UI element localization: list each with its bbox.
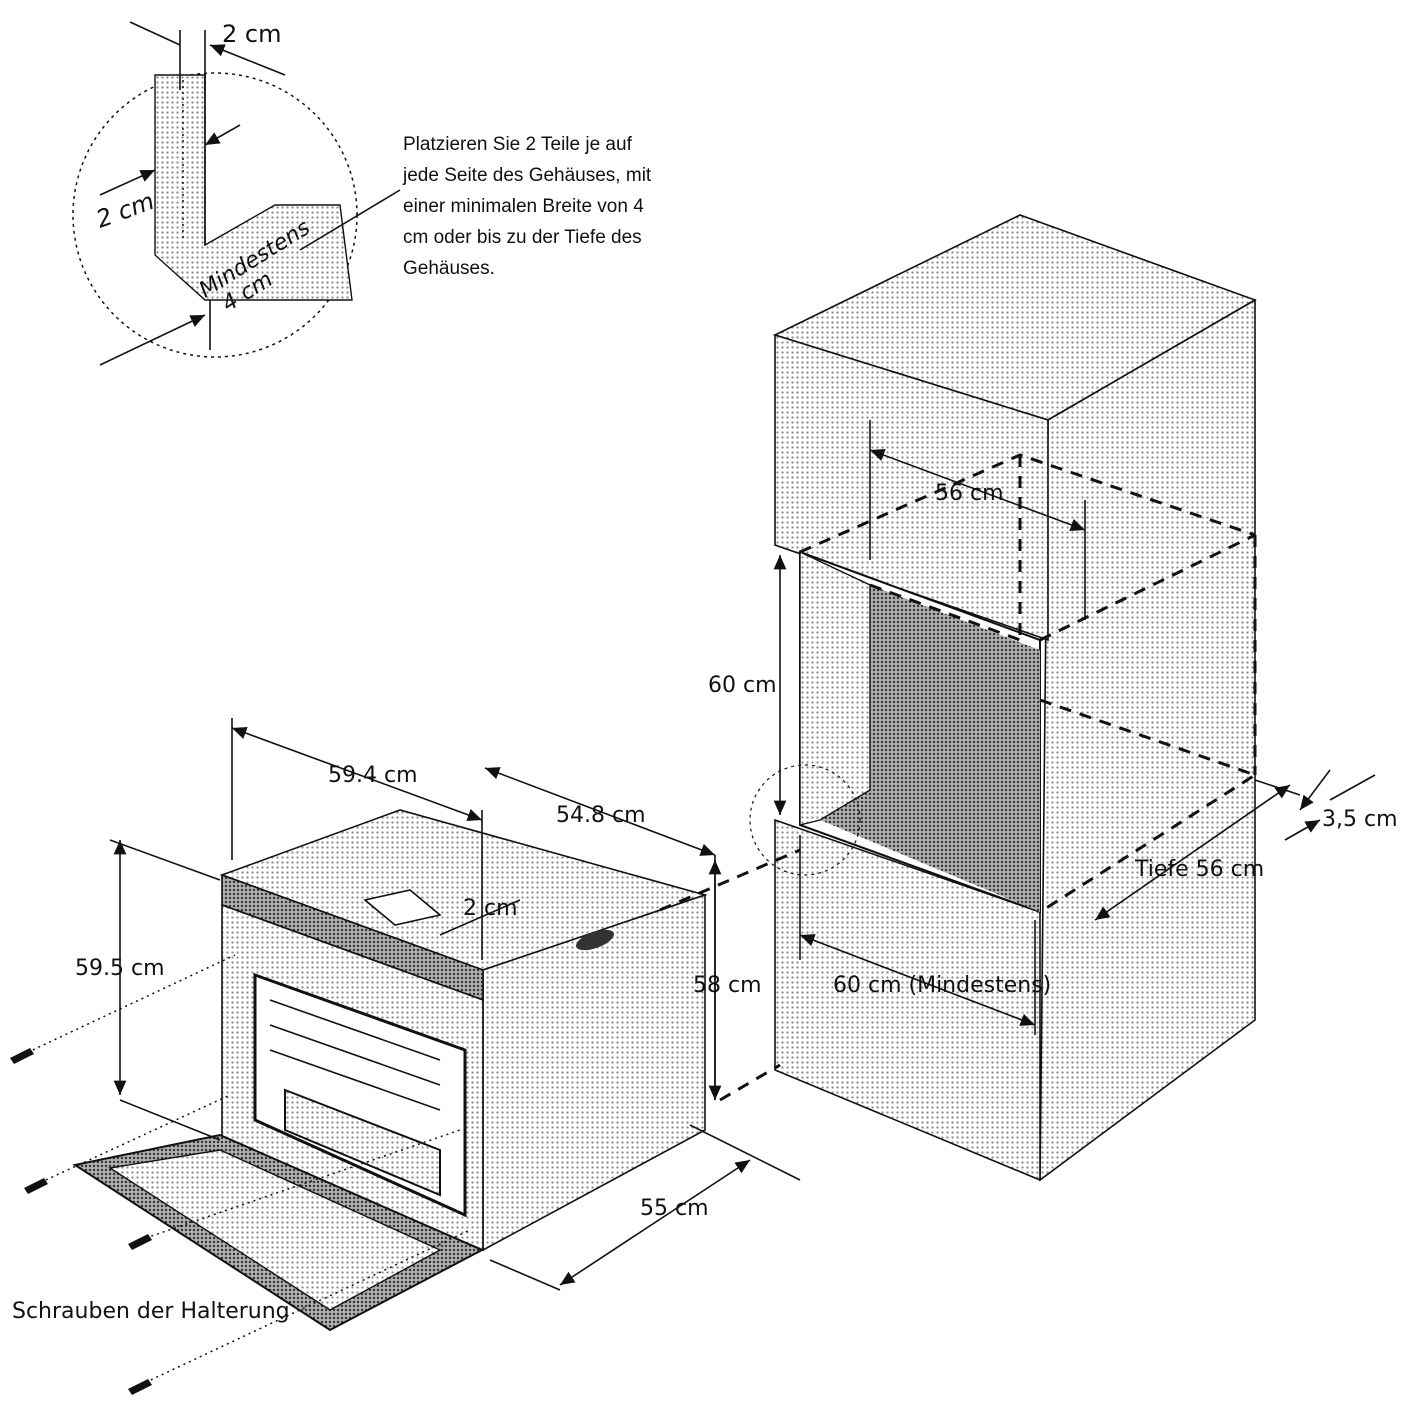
detail-2cm-side-arrow-left — [99, 169, 156, 196]
kitchen-cabinet: 56 cm 60 cm 3,5 cm Tiefe 56 cm 60 cm (Mi… — [708, 214, 1398, 1182]
cabinet-right-face — [1039, 298, 1256, 1182]
cabinet-depth-label: Tiefe 56 cm — [1134, 857, 1264, 882]
cabinet-60cm-min-label: 60 cm (Mindestens) — [833, 973, 1051, 998]
detail-2cm-top-arrow-left — [129, 21, 181, 46]
cabinet-56cm-label: 56 cm — [935, 481, 1004, 506]
detail-2cm-top-label: 2 cm — [222, 20, 281, 48]
oven-2cm-leader — [439, 899, 521, 936]
cabinet-60cm-min-arrow — [799, 934, 1036, 1026]
oven-top-vent — [363, 889, 442, 926]
cabinet-detail-marker — [749, 764, 861, 876]
note-line-4: cm oder bis zu der Tiefe des — [403, 227, 642, 248]
screw-icon — [10, 1048, 34, 1064]
screw-icon — [128, 1234, 152, 1250]
oven-58cm-label: 58 cm — [693, 973, 762, 998]
oven-rack-rails — [269, 999, 441, 1111]
oven-2cm-label: 2 cm — [463, 896, 518, 921]
cabinet-back-wall — [870, 585, 1040, 790]
oven-door-glass — [108, 1149, 442, 1311]
note-line-5: Gehäuses. — [403, 258, 495, 279]
detail-magnifier: 2 cm 2 cm Mindestens 4 cm — [72, 20, 401, 366]
oven-tray — [284, 1088, 441, 1197]
detail-min-arrow — [99, 314, 206, 366]
cabinet-floor — [820, 700, 1040, 912]
cabinet-3-5cm-label: 3,5 cm — [1322, 807, 1398, 832]
note-line-1: Platzieren Sie 2 Teile je auf — [403, 134, 633, 155]
screw-icon — [128, 1379, 152, 1395]
oven-59-4cm-arrow — [231, 726, 483, 822]
note-line-2: jede Seite des Gehäuses, mit — [402, 165, 652, 186]
oven-59-5cm-label: 59.5 cm — [75, 956, 165, 981]
cabinet-inner-side — [799, 550, 871, 826]
oven-55cm-label: 55 cm — [640, 1196, 709, 1221]
note-line-3: einer minimalen Breite von 4 — [403, 196, 644, 217]
cabinet-56cm-arrow — [869, 449, 1086, 531]
oven-55cm-arrow — [559, 1159, 751, 1286]
screws-label: Schrauben der Halterung — [12, 1299, 290, 1324]
detail-leader-line — [299, 189, 401, 251]
detail-2cm-top-arrow-right — [209, 44, 286, 76]
detail-2cm-side-arrow-right — [204, 124, 241, 146]
screw-icon — [24, 1178, 48, 1194]
oven: 59.4 cm 54.8 cm 2 cm 59.5 cm 58 cm 55 cm — [72, 718, 801, 1332]
oven-side-handle-slot — [576, 929, 614, 951]
oven-54-8cm-label: 54.8 cm — [556, 803, 646, 828]
oven-54-8cm-arrow — [484, 767, 716, 856]
cabinet-depth-arrow — [1094, 784, 1291, 921]
oven-59-4cm-label: 59.4 cm — [328, 763, 418, 788]
installation-note: Platzieren Sie 2 Teile je auf jede Seite… — [402, 134, 652, 279]
mounting-screws: Schrauben der Halterung — [10, 954, 471, 1395]
cabinet-60cm-height-label: 60 cm — [708, 673, 777, 698]
